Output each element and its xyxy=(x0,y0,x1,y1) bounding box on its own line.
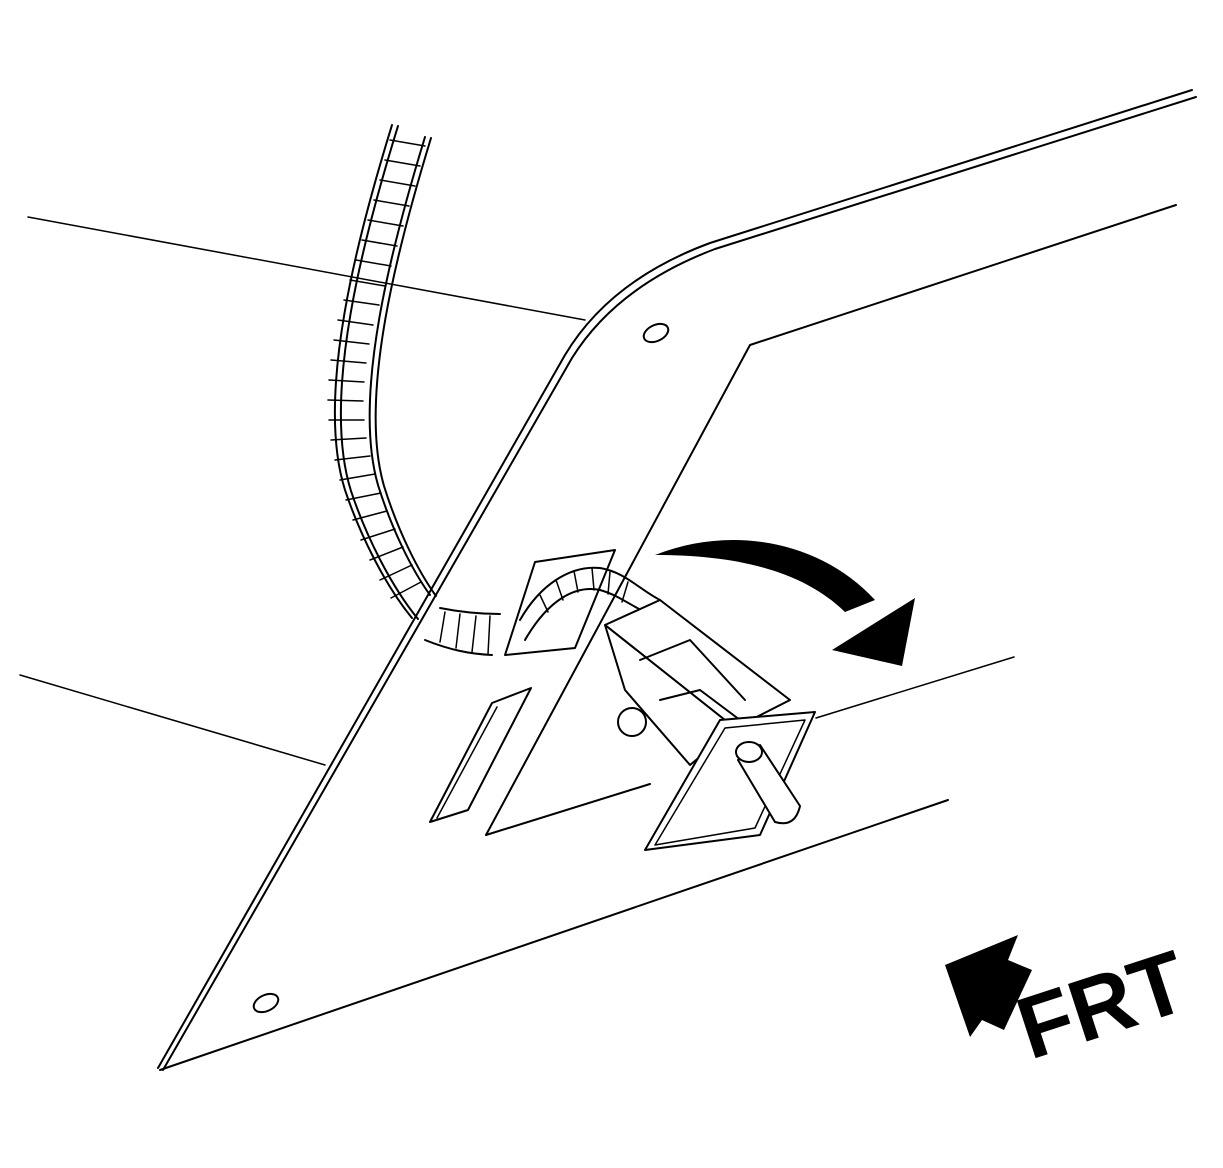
mounting-hole-upper xyxy=(642,322,670,344)
mounting-panel xyxy=(157,89,1197,1071)
switch-faceplate xyxy=(644,711,816,851)
connector-switch xyxy=(604,599,816,851)
front-label: FRT xyxy=(1005,931,1198,1078)
wiring-harness xyxy=(327,124,661,656)
rotation-arrow xyxy=(655,540,915,666)
front-arrow-icon xyxy=(945,935,1032,1037)
front-direction-indicator: FRT xyxy=(945,931,1199,1078)
body-reference-lines xyxy=(19,216,586,766)
mounting-hole-lower xyxy=(252,992,280,1014)
switch-plunger xyxy=(737,744,801,825)
panel-slot xyxy=(429,687,532,823)
harness-opening xyxy=(504,549,616,656)
